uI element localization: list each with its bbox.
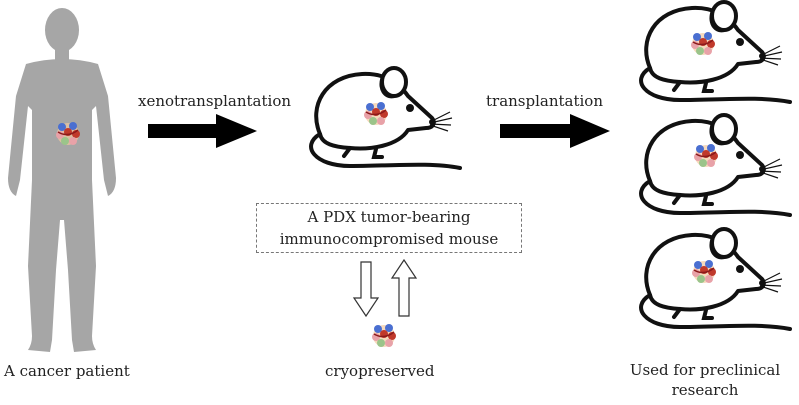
mouse-icon [639, 0, 792, 104]
right-arrow-icon [148, 114, 257, 148]
transplantation-label: transplantation [486, 92, 603, 110]
research-label-line1: Used for preclinical [629, 361, 781, 379]
pdx-caption-line2: immunocompromised mouse [279, 230, 499, 248]
research-label: Used for preclinical research [620, 360, 790, 400]
right-arrow-icon [500, 114, 610, 148]
pdx-caption-line1: A PDX tumor-bearing [307, 208, 471, 226]
up-arrow-icon [390, 258, 418, 317]
patient-label: A cancer patient [4, 362, 130, 380]
pdx-mouse-caption: A PDX tumor-bearing immunocompromised mo… [256, 203, 522, 253]
human-silhouette-icon [8, 8, 116, 352]
tumor-cluster-icon [371, 323, 397, 348]
xenotransplantation-label: xenotransplantation [138, 92, 292, 110]
cryopreserved-label: cryopreserved [325, 362, 435, 380]
mouse-icon [639, 227, 792, 331]
research-label-line2: research [671, 381, 739, 399]
down-arrow-icon [352, 261, 380, 318]
mouse-icon [639, 113, 792, 217]
